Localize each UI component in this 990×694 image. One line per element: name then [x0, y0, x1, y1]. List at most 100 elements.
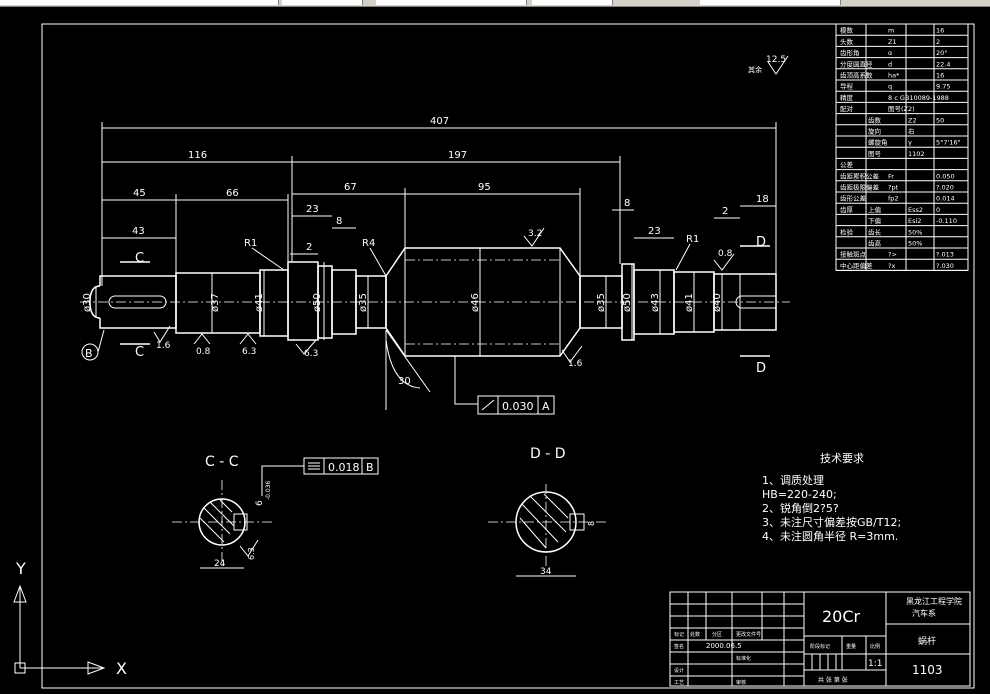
finish-1-6b: 1.6 — [568, 359, 583, 369]
param-cell: -0.110 — [936, 217, 957, 225]
toolbar-segment[interactable] — [376, 0, 527, 5]
dim-116: 116 — [188, 150, 207, 161]
param-cell: 接触斑点 — [840, 250, 867, 259]
param-cell: 齿数 — [868, 115, 882, 124]
param-cell: 齿距极限偏差 — [840, 183, 880, 192]
tb-school: 黑龙江工程学院 — [906, 596, 962, 606]
toolbar-segment[interactable] — [282, 0, 363, 5]
ucs-y-label: Y — [15, 559, 26, 578]
param-cell: ha* — [888, 72, 900, 80]
dim-8a: 8 — [336, 216, 342, 227]
param-cell: 9.75 — [936, 83, 950, 91]
finish-3-2: 3.2 — [528, 229, 542, 239]
param-cell: 齿距累积公差 — [840, 171, 880, 180]
dim-197: 197 — [448, 150, 467, 161]
runout-tolerance-frame: 0.030 A — [477, 395, 555, 415]
dim-2b: 2 — [722, 206, 728, 217]
cc-title: C - C — [205, 454, 239, 470]
toolbar-segment[interactable] — [532, 0, 613, 5]
param-cell: 公差 — [840, 160, 854, 169]
param-cell: γ — [908, 139, 912, 147]
param-cell: 螺旋角 — [868, 138, 888, 147]
param-cell: ?> — [888, 251, 897, 259]
tb-scale: 1:1 — [868, 659, 882, 669]
param-cell: 50% — [908, 240, 922, 248]
tb-label-sheet: 共 张 第 张 — [818, 676, 848, 684]
dim-2a: 2 — [306, 242, 312, 253]
param-cell: Z2 — [908, 116, 917, 124]
tb-label-ratio: 比例 — [870, 643, 880, 650]
tb-label-std: 标准化 — [736, 655, 751, 662]
param-cell: 导程 — [840, 82, 854, 91]
param-cell: 0.014 — [936, 195, 955, 203]
dd-dim-width: 34 — [540, 567, 552, 577]
dim-23a: 23 — [306, 204, 319, 215]
runout-value: 0.030 — [502, 400, 534, 413]
tb-label-sign: 签名 — [674, 643, 684, 650]
param-cell: ?.013 — [936, 251, 954, 259]
finish-1-6a: 1.6 — [156, 341, 171, 351]
cc-dim-width: 24 — [214, 559, 226, 569]
dim-8b: 8 — [624, 198, 630, 209]
finish-0-8b: 0.8 — [718, 249, 733, 259]
dim-66: 66 — [226, 188, 239, 199]
toolbar-strip — [0, 0, 990, 7]
param-cell: 8 c GB10089-1988 — [888, 94, 949, 102]
cc-tolerance: -0.036 — [265, 480, 272, 500]
sym-value: 0.018 — [328, 461, 360, 474]
dim-angle-30: 30 — [398, 376, 411, 387]
ucs-x-label: X — [116, 659, 127, 678]
finish-0-8a: 0.8 — [196, 347, 211, 357]
shaft-main-view — [80, 247, 790, 357]
param-cell: 50% — [908, 228, 922, 236]
finish-note: 其余 — [748, 65, 762, 74]
dim-45: 45 — [133, 188, 146, 199]
tb-drawing-no: 1103 — [912, 663, 943, 677]
dim-18: 18 — [756, 194, 769, 205]
dim-dia37: ø37 — [210, 293, 221, 312]
tb-date: 2000.06.5 — [706, 642, 742, 650]
tb-label-mark: 标记 — [674, 631, 684, 638]
param-cell: 齿长 — [868, 227, 882, 236]
param-cell: 下偏 — [868, 216, 882, 225]
dim-43: 43 — [132, 226, 145, 237]
runout-datum: A — [542, 400, 550, 413]
param-cell: 齿顶高系数 — [840, 71, 873, 80]
dim-95: 95 — [478, 182, 491, 193]
param-cell: 齿厚 — [840, 206, 854, 214]
dim-67: 67 — [344, 182, 357, 193]
param-cell: 20° — [936, 49, 948, 57]
drawing-canvas[interactable]: 407 116 197 45 66 43 67 95 23 8 8 23 2 2… — [0, 6, 990, 694]
dimension-texts: 407 116 197 45 66 43 67 95 23 8 8 23 2 2… — [82, 116, 769, 387]
tb-label-zone: 分区 — [712, 631, 722, 638]
tech-line-3: 2、锐角倒2?5? — [762, 501, 839, 515]
tech-line-4: 3、未注尺寸偏差按GB/T12; — [762, 515, 901, 529]
datum-b: B — [85, 347, 93, 360]
tech-line-1: 1、调质处理 — [762, 474, 824, 487]
dim-overall: 407 — [430, 116, 449, 127]
toolbar-segment[interactable] — [0, 0, 279, 5]
section-c-top: C — [135, 251, 144, 266]
tb-label-craft: 工艺 — [674, 680, 684, 686]
dim-23b: 23 — [648, 226, 661, 237]
dim-dia50a: ø50 — [312, 293, 323, 312]
tb-label-design: 设计 — [674, 667, 684, 674]
param-cell: 16 — [936, 72, 944, 80]
tb-label-file: 更改文件号 — [736, 631, 761, 638]
param-cell: 22.4 — [936, 60, 950, 68]
param-cell: 0 — [936, 206, 940, 214]
param-cell: 配对 — [840, 104, 854, 113]
dim-dia41a: ø41 — [254, 293, 265, 312]
param-cell: Ess2 — [908, 206, 923, 214]
param-cell: 检验 — [840, 227, 854, 236]
dd-title: D - D — [530, 446, 566, 462]
toolbar-segment[interactable] — [700, 0, 841, 5]
param-cell: 0.050 — [936, 172, 955, 180]
ucs-icon: Y X — [13, 559, 127, 678]
param-cell: 头数 — [840, 37, 854, 46]
param-cell: q — [888, 83, 892, 91]
dim-dia46: ø46 — [470, 293, 481, 312]
cc-dim-key: 6 — [255, 500, 265, 506]
